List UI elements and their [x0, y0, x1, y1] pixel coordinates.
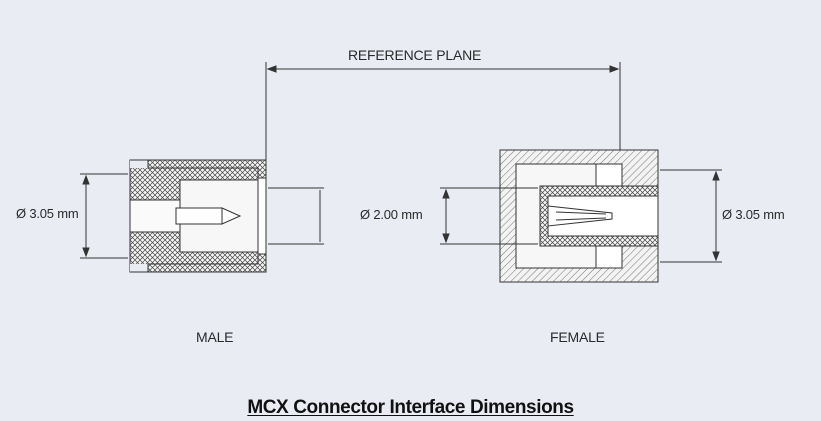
male-diameter-dimension — [80, 173, 324, 259]
female-diameter-dimensions — [440, 169, 722, 263]
diagram-title: MCX Connector Interface Dimensions — [247, 397, 574, 418]
reference-plane-label: REFERENCE PLANE — [348, 47, 482, 63]
female-outer-diameter-label: Ø 3.05 mm — [722, 207, 785, 222]
male-diameter-label: Ø 3.05 mm — [16, 206, 79, 221]
female-connector — [499, 149, 659, 283]
male-label: MALE — [196, 329, 234, 345]
female-inner-diameter-label: Ø 2.00 mm — [360, 207, 423, 222]
female-label: FEMALE — [550, 329, 605, 345]
male-connector — [129, 159, 267, 273]
